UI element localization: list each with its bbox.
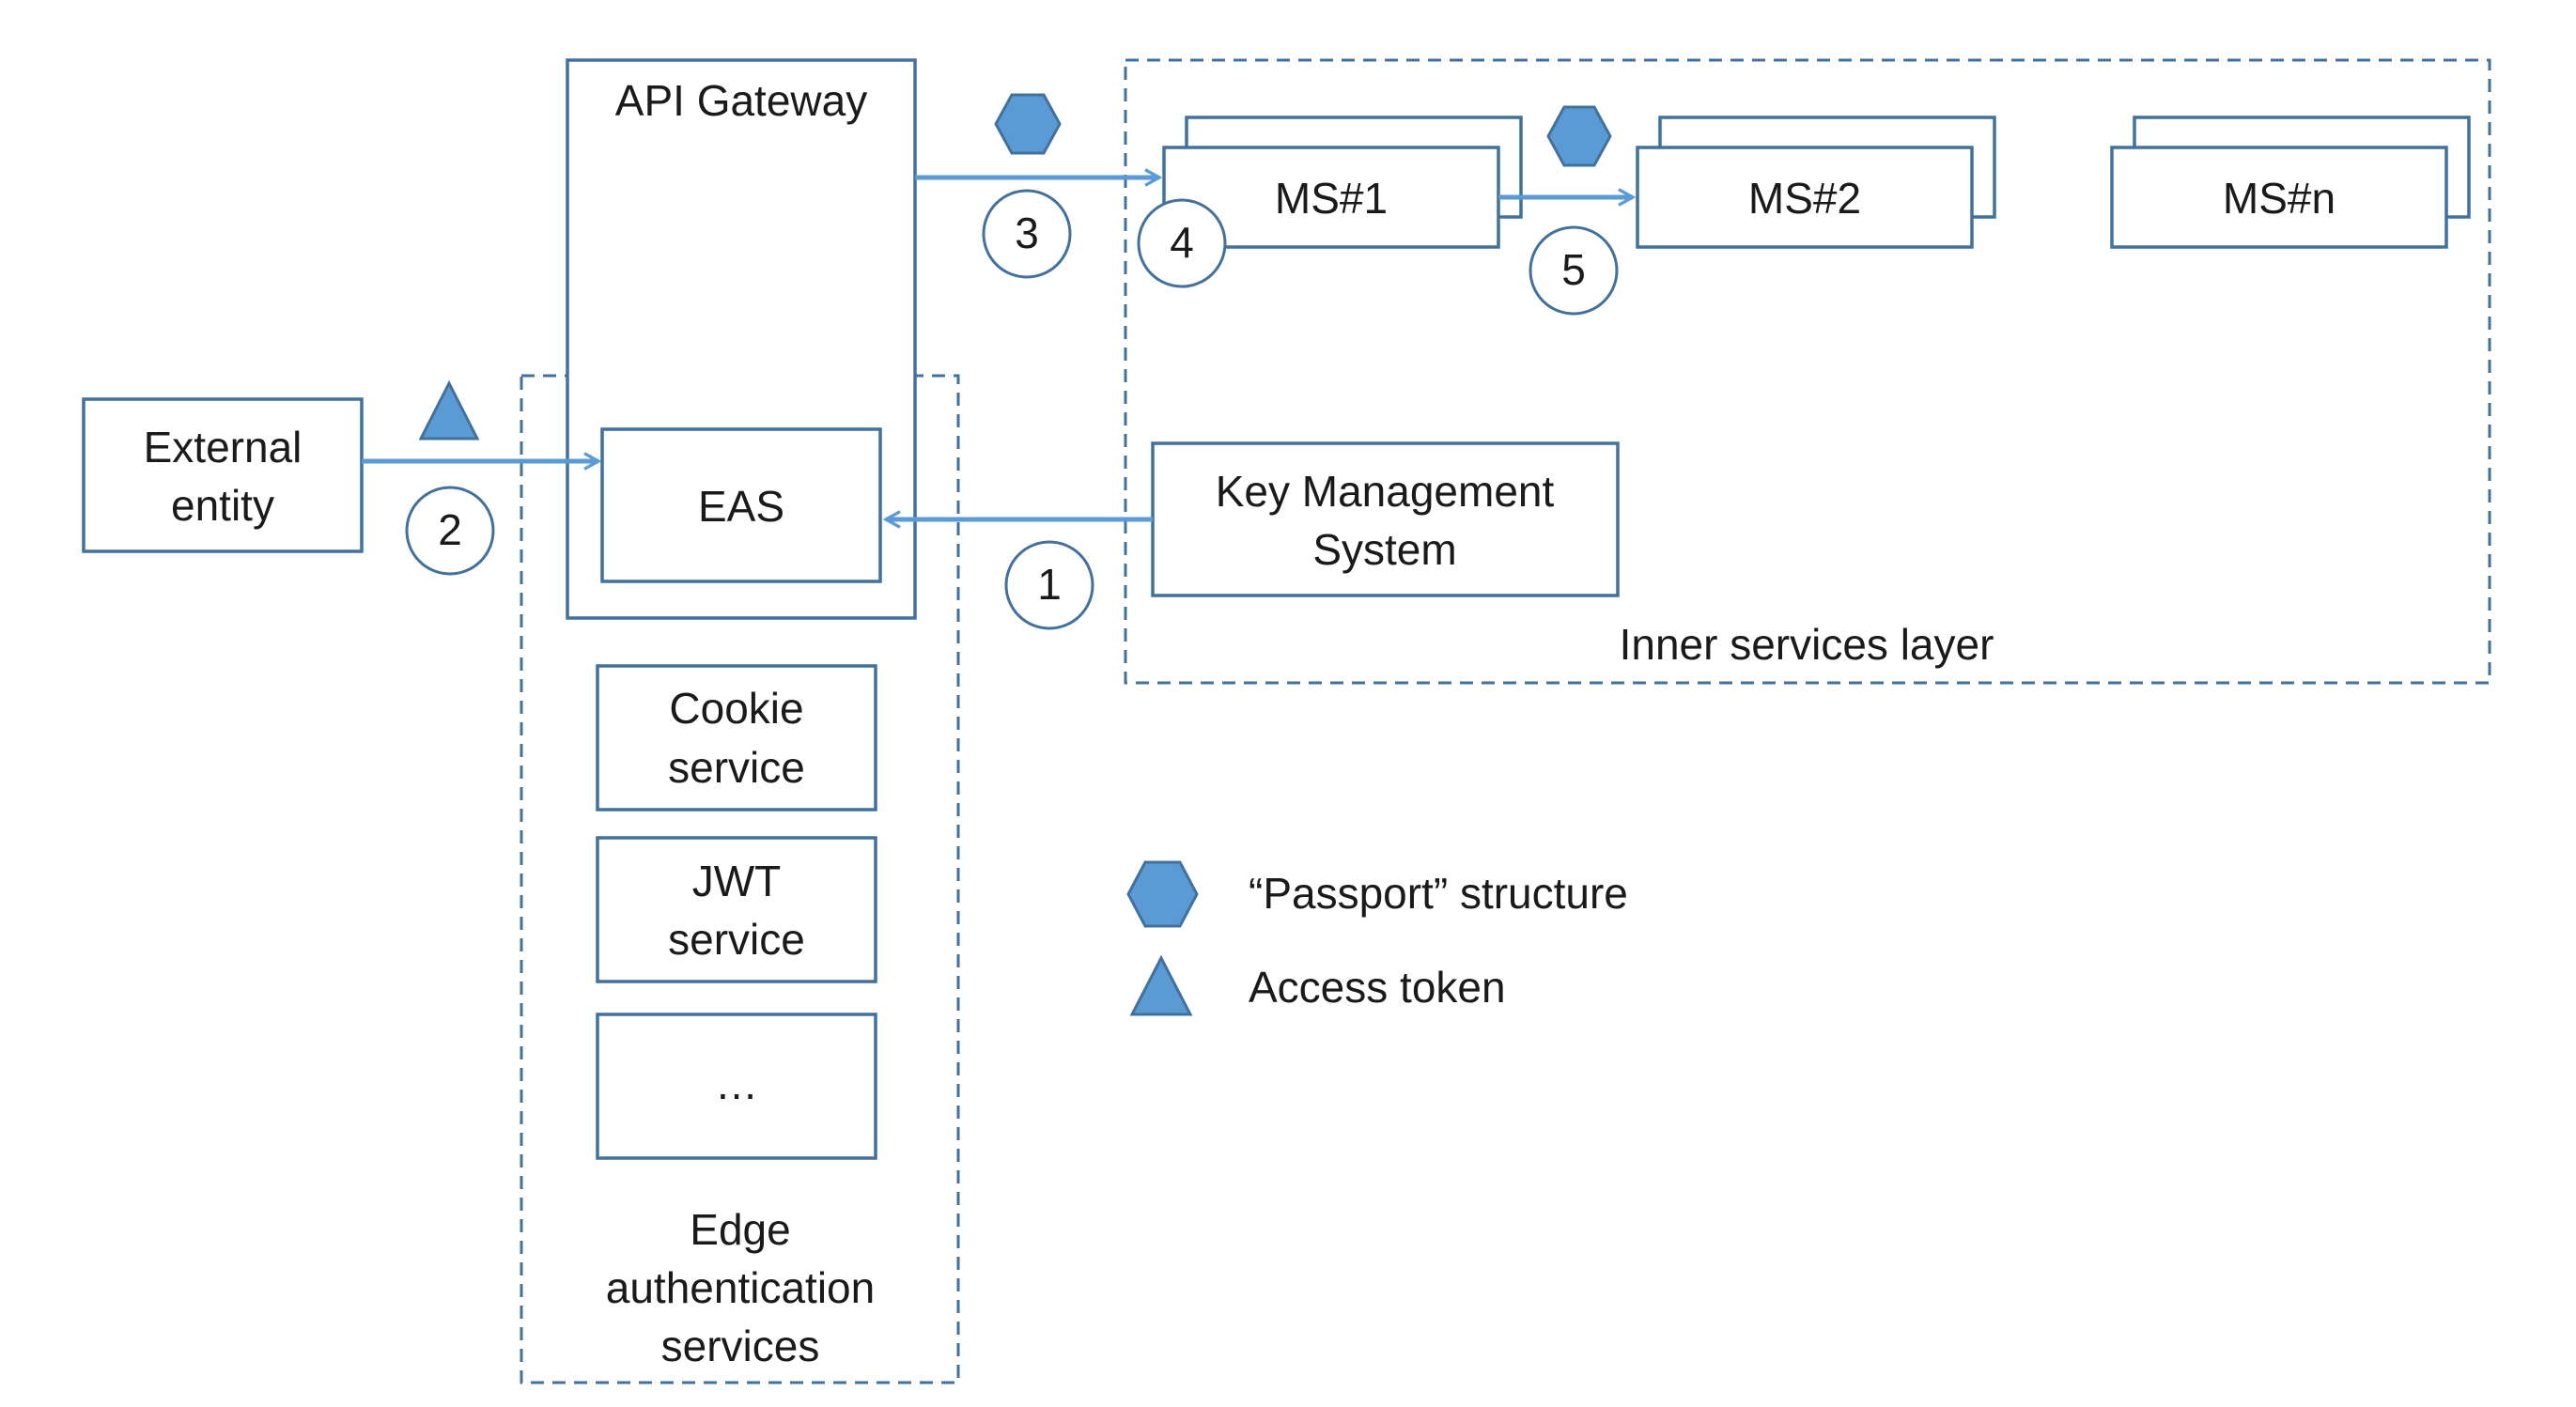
key-management-label-line-2: System	[1312, 525, 1456, 574]
edge-group-label-line-3: services	[661, 1322, 820, 1370]
external-entity-label-line-2: entity	[171, 481, 274, 530]
step-number: 2	[438, 505, 462, 554]
triangle-icon	[1129, 954, 1193, 1016]
external-entity-label-line-1: External	[144, 423, 303, 472]
access-token-triangle-icon	[418, 379, 480, 441]
step-marker-4: 4	[1137, 198, 1227, 288]
cookie-service-label-line-2: service	[668, 743, 805, 792]
cookie-service: Cookie service	[596, 664, 877, 812]
passport-hexagon-icon	[994, 93, 1062, 155]
edge-group-label-line-2: authentication	[606, 1263, 875, 1312]
more-services: …	[596, 1013, 877, 1160]
microservice-1-label: MS#1	[1275, 174, 1388, 223]
microservice-n: MS#n	[2110, 116, 2471, 249]
step-number: 4	[1170, 218, 1194, 267]
hexagon-icon	[1126, 860, 1199, 928]
passport-hexagon-icon	[1546, 105, 1612, 167]
cookie-service-label-line-1: Cookie	[669, 684, 803, 733]
more-services-label: …	[715, 1059, 758, 1108]
eas-box: EAS	[600, 427, 882, 583]
step-marker-1: 1	[1004, 540, 1094, 630]
edge-group-label-line-1: Edge	[690, 1205, 790, 1254]
microservice-2: MS#2	[1636, 116, 1996, 249]
step-marker-2: 2	[405, 486, 495, 576]
key-management-label-line-1: Key Management	[1216, 467, 1555, 516]
api-gateway-label: API Gateway	[615, 76, 867, 125]
legend-token-label: Access token	[1249, 963, 1506, 1012]
external-entity: External entity	[82, 397, 364, 553]
step-number: 1	[1037, 560, 1062, 609]
step-number: 3	[1015, 209, 1039, 257]
jwt-service: JWT service	[596, 836, 877, 983]
step-marker-5: 5	[1529, 225, 1619, 316]
step-number: 5	[1561, 245, 1586, 294]
jwt-service-label-line-2: service	[668, 915, 805, 964]
step-marker-3: 3	[982, 189, 1072, 279]
microservice-2-label: MS#2	[1748, 174, 1861, 223]
legend: “Passport” structure Access token	[1126, 860, 1628, 1016]
inner-group-label: Inner services layer	[1620, 620, 1994, 669]
eas-label: EAS	[698, 482, 784, 531]
inner-services-group: Inner services layer	[1124, 58, 2491, 685]
microservice-1: MS#1	[1162, 116, 1523, 249]
key-management-system: Key Management System	[1151, 441, 1620, 597]
jwt-service-label-line-1: JWT	[692, 857, 782, 905]
legend-passport-label: “Passport” structure	[1249, 869, 1628, 918]
edge-authentication-group: Edge authentication services	[520, 374, 960, 1384]
microservice-n-label: MS#n	[2223, 174, 2335, 223]
